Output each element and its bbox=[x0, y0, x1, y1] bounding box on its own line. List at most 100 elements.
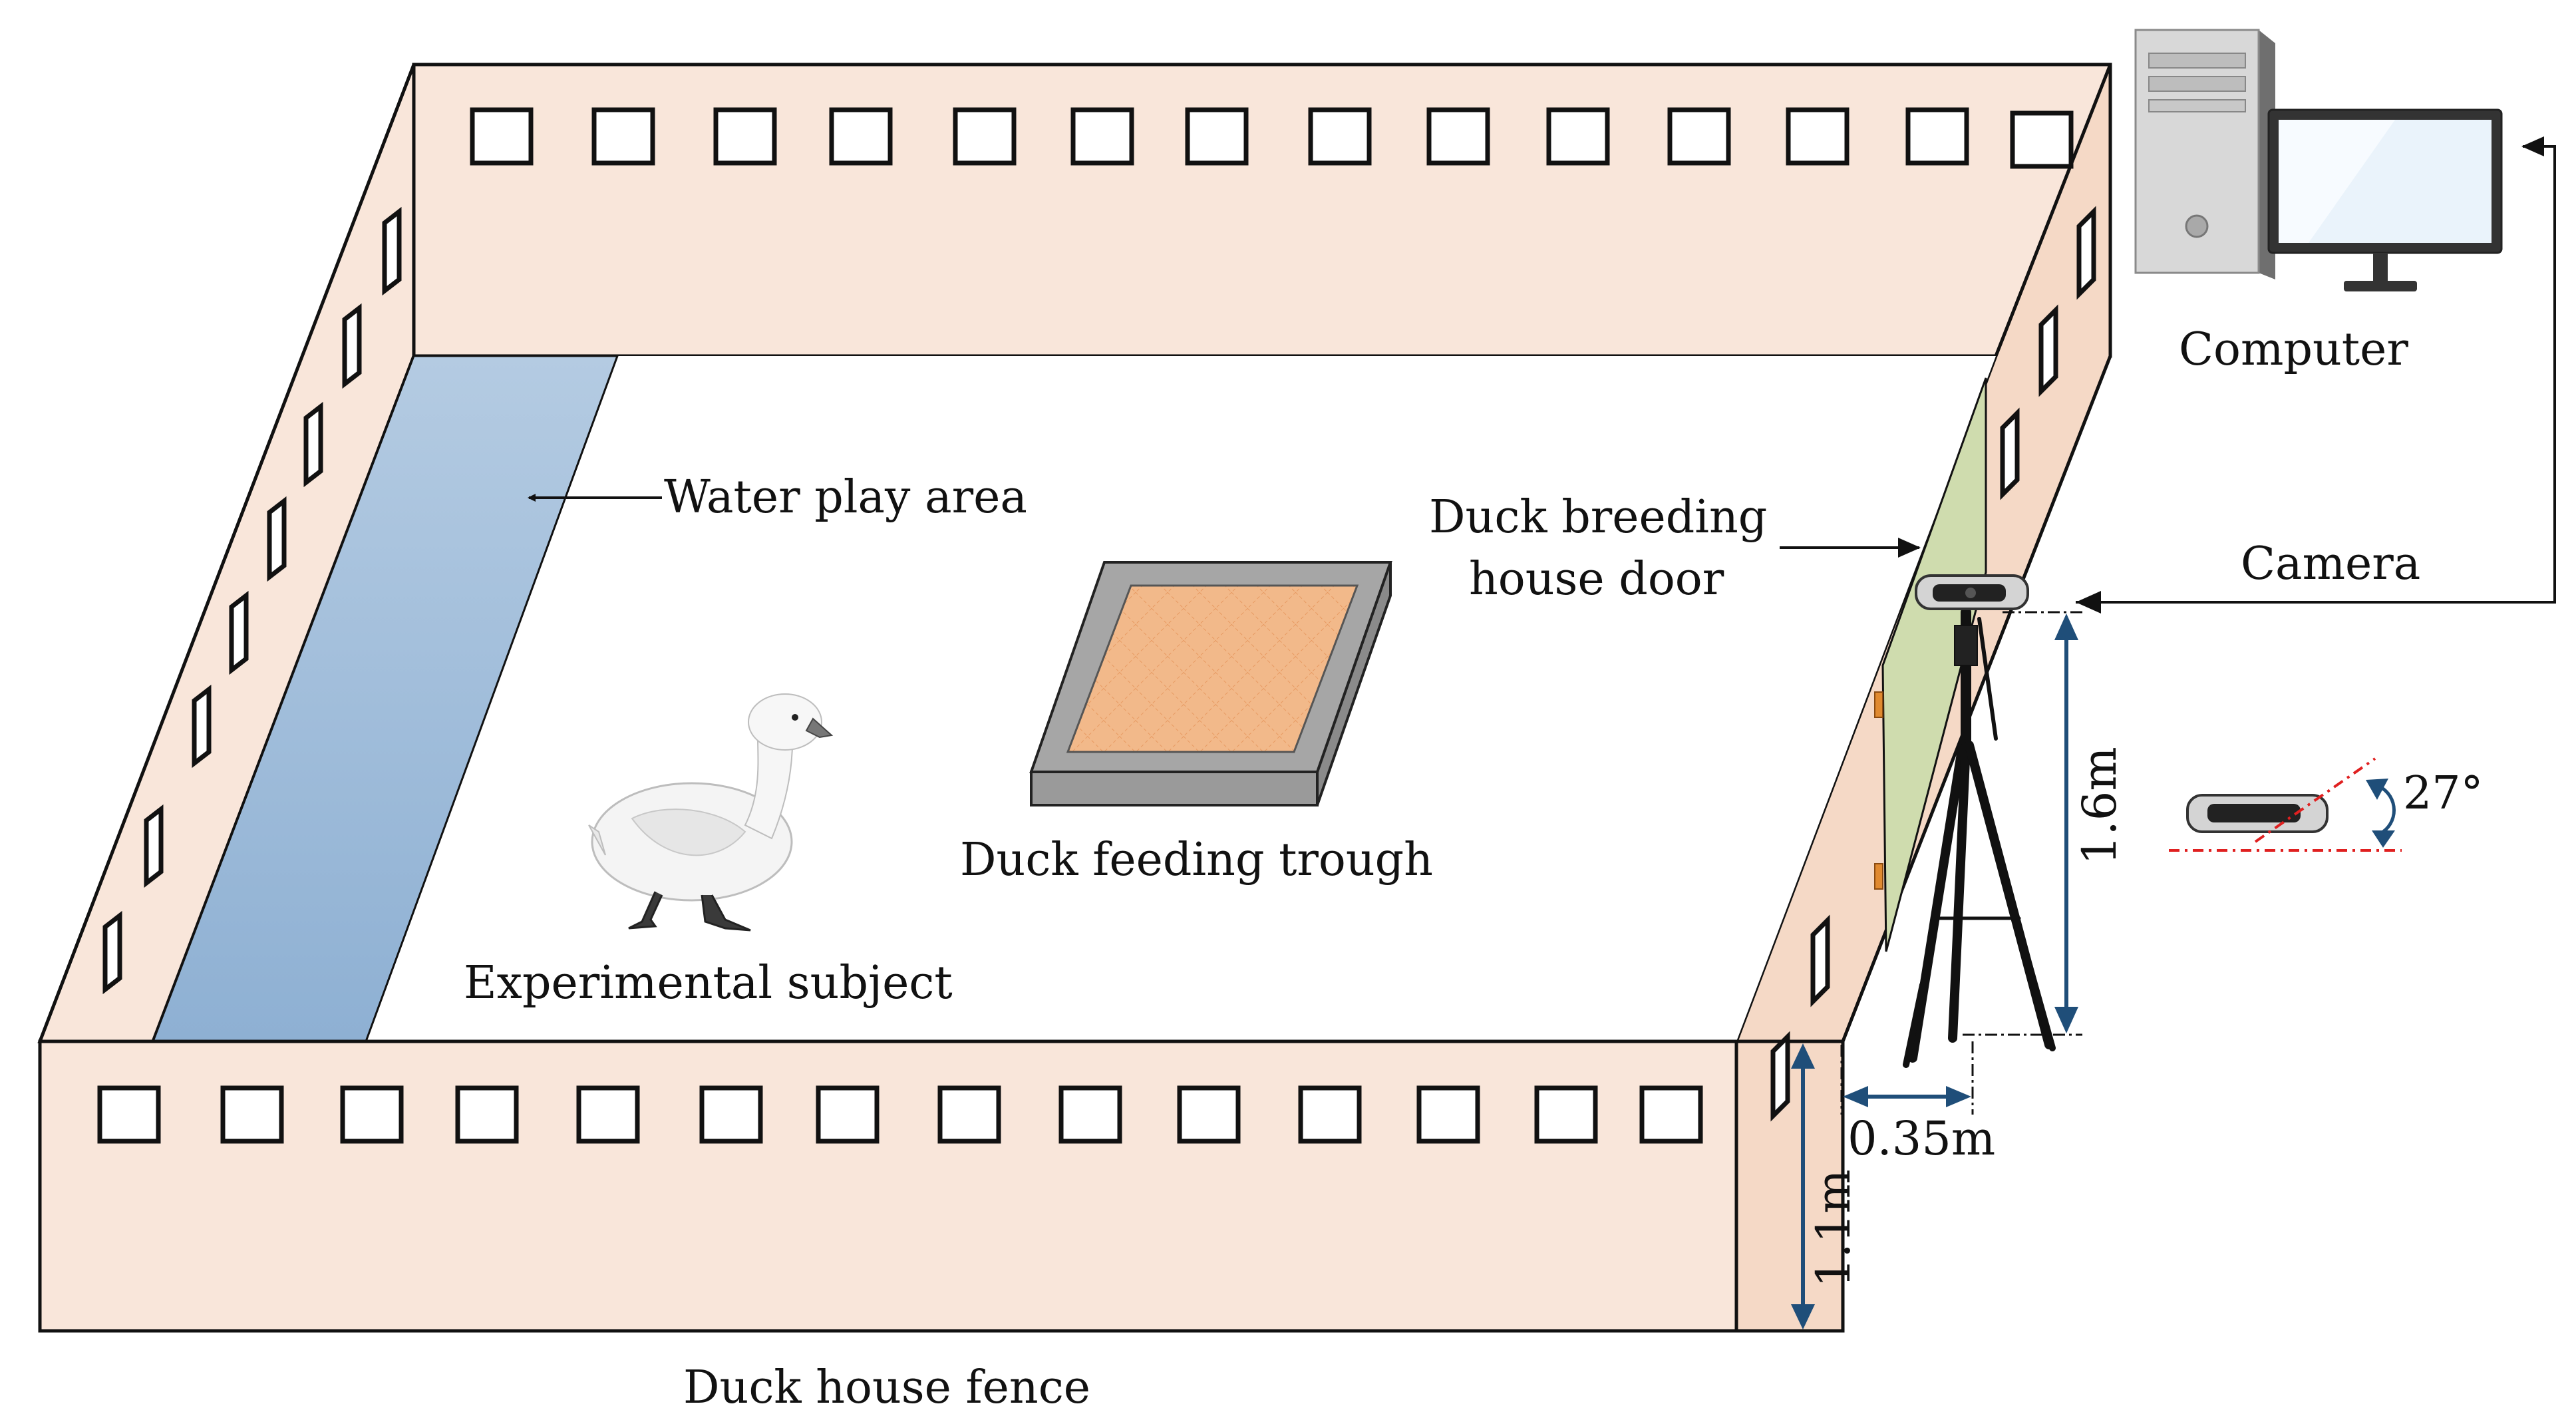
duck-icon bbox=[588, 693, 834, 932]
angle-arrow-top bbox=[2366, 779, 2388, 800]
window bbox=[1667, 107, 1731, 166]
window bbox=[342, 303, 362, 389]
drive-bay-3 bbox=[2148, 99, 2246, 112]
window bbox=[1185, 107, 1249, 166]
label-duck-breeding-house-door-line2: house door bbox=[1469, 553, 1724, 606]
label-duck-breeding-house-door-line1: Duck breeding bbox=[1429, 491, 1767, 544]
front-wall-windows bbox=[97, 1085, 1703, 1144]
dimension-fence-height bbox=[1740, 1040, 1815, 1332]
camera-icon bbox=[1915, 574, 2029, 610]
window bbox=[576, 1085, 640, 1144]
window bbox=[229, 590, 249, 675]
window bbox=[1426, 107, 1490, 166]
computer-icon bbox=[2134, 29, 2503, 291]
label-camera-height: 1.6m bbox=[2072, 747, 2127, 865]
window bbox=[340, 1085, 404, 1144]
window bbox=[382, 206, 402, 296]
window bbox=[1534, 1085, 1598, 1144]
height-arrow-top bbox=[2054, 614, 2078, 640]
fence-arrow-bottom bbox=[1791, 1304, 1815, 1330]
window bbox=[713, 107, 777, 166]
distance-arrow-left bbox=[1843, 1086, 1868, 1107]
label-water-play-area: Water play area bbox=[664, 471, 1027, 524]
window bbox=[2010, 110, 2074, 169]
window bbox=[2038, 304, 2058, 397]
duck-wing bbox=[631, 808, 746, 856]
window bbox=[1298, 1085, 1362, 1144]
window bbox=[192, 684, 212, 769]
monitor-base bbox=[2344, 281, 2417, 291]
door-hinge-bottom bbox=[1874, 863, 1883, 890]
dimension-camera-height bbox=[1963, 611, 2082, 1036]
label-computer: Computer bbox=[2179, 323, 2408, 376]
label-camera-distance: 0.35m bbox=[1848, 1111, 1995, 1166]
fence-arrow-top bbox=[1791, 1043, 1815, 1069]
duck-head bbox=[748, 693, 822, 751]
camera-to-computer-connector bbox=[2076, 136, 2556, 604]
angle-arrow-bottom bbox=[2372, 830, 2395, 848]
window bbox=[2000, 407, 2020, 500]
window bbox=[1770, 1031, 1790, 1122]
monitor-screen-glare bbox=[2279, 120, 2395, 243]
tripod-leg-middle bbox=[1948, 741, 1971, 1043]
window bbox=[829, 107, 893, 166]
duck-eye bbox=[792, 714, 798, 721]
window bbox=[102, 910, 122, 995]
window bbox=[1058, 1085, 1122, 1144]
drive-bay-1 bbox=[2148, 53, 2246, 69]
dimension-camera-distance bbox=[1840, 1041, 1974, 1115]
camera-lens bbox=[1965, 588, 1976, 598]
camera-angle-detail bbox=[2169, 757, 2402, 852]
distance-arrow-right bbox=[1946, 1086, 1971, 1107]
window bbox=[591, 107, 655, 166]
duck-feeding-trough bbox=[1029, 561, 1392, 806]
window bbox=[1786, 107, 1850, 166]
fence-back-wall bbox=[412, 63, 2112, 358]
back-wall-windows bbox=[470, 107, 2074, 169]
window bbox=[937, 1085, 1001, 1144]
window bbox=[699, 1085, 763, 1144]
tripod-clamp bbox=[1954, 625, 1978, 666]
window bbox=[1308, 107, 1372, 166]
left-wall-windows bbox=[102, 206, 402, 995]
label-experimental-subject: Experimental subject bbox=[464, 957, 953, 1009]
duck-tail bbox=[588, 824, 606, 856]
duck-leg-right bbox=[701, 894, 751, 932]
power-button bbox=[2185, 214, 2209, 238]
height-arrow-bottom bbox=[2054, 1007, 2078, 1033]
camera-small-front bbox=[2207, 804, 2301, 822]
window bbox=[220, 1085, 284, 1144]
window bbox=[1810, 914, 1830, 1007]
window bbox=[470, 107, 534, 166]
window bbox=[2076, 206, 2096, 300]
window bbox=[1177, 1085, 1241, 1144]
window bbox=[1416, 1085, 1480, 1144]
monitor-neck bbox=[2373, 253, 2388, 283]
trough-side bbox=[1030, 771, 1319, 806]
drive-bay-2 bbox=[2148, 76, 2246, 92]
label-duck-feeding-trough: Duck feeding trough bbox=[960, 834, 1433, 886]
label-camera-tilt: 27° bbox=[2403, 767, 2484, 820]
window bbox=[953, 107, 1017, 166]
tripod-handle bbox=[1977, 617, 1998, 741]
camera-connector-arrowhead bbox=[2076, 591, 2101, 614]
duck-leg-left bbox=[628, 891, 663, 930]
window bbox=[1070, 107, 1134, 166]
door-hinge-top bbox=[1874, 691, 1883, 718]
window bbox=[144, 804, 164, 888]
window bbox=[267, 496, 287, 582]
label-duck-house-fence: Duck house fence bbox=[683, 1361, 1090, 1414]
window bbox=[1639, 1085, 1703, 1144]
window bbox=[303, 401, 323, 488]
label-camera: Camera bbox=[2241, 538, 2420, 590]
tripod-leg-left-lower bbox=[1903, 982, 1926, 1068]
window bbox=[1546, 107, 1610, 166]
fence-front-wall bbox=[38, 1039, 1738, 1333]
window bbox=[97, 1085, 161, 1144]
angle-tilt-line bbox=[2254, 757, 2376, 843]
right-wall-windows bbox=[1770, 206, 2096, 1122]
window bbox=[1905, 107, 1969, 166]
duck-breeding-house-door bbox=[1881, 377, 1987, 952]
label-fence-height: 1.1m bbox=[1806, 1169, 1861, 1288]
